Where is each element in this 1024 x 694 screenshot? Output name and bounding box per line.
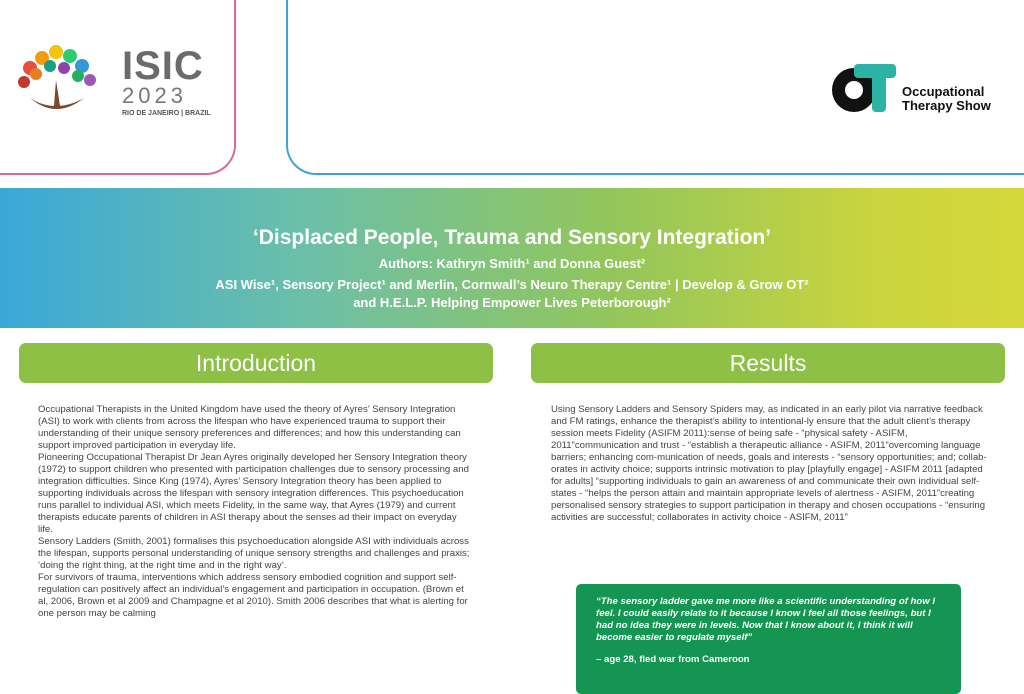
- results-body: Using Sensory Ladders and Sensory Spider…: [551, 404, 987, 524]
- participant-quote-box: “The sensory ladder gave me more like a …: [576, 584, 961, 694]
- isic-title: ISIC: [122, 44, 204, 88]
- title-banner: ‘Displaced People, Trauma and Sensory In…: [0, 188, 1024, 328]
- intro-paragraph-2: Pioneering Occupational Therapist Dr Jea…: [38, 452, 469, 535]
- right-header-frame: [286, 0, 1024, 175]
- intro-paragraph-3: Sensory Ladders (Smith, 2001) formalises…: [38, 536, 470, 571]
- intro-paragraph-1: Occupational Therapists in the United Ki…: [38, 404, 461, 451]
- left-header-frame: [0, 0, 236, 175]
- ot-line1: Occupational: [902, 84, 985, 99]
- introduction-heading: Introduction: [19, 343, 493, 383]
- results-paragraph: Using Sensory Ladders and Sensory Spider…: [551, 404, 987, 523]
- results-heading: Results: [531, 343, 1005, 383]
- ot-show-logo: [832, 64, 896, 112]
- participant-quote: “The sensory ladder gave me more like a …: [596, 596, 936, 643]
- quote-attribution: – age 28, fled war from Cameroon: [596, 654, 750, 665]
- affiliation-line-2: and H.E.L.P. Helping Empower Lives Peter…: [353, 295, 671, 310]
- isic-city: RIO DE JANEIRO | BRAZIL: [122, 110, 211, 117]
- affiliation-line-1: ASI Wise¹, Sensory Project¹ and Merlin, …: [215, 277, 809, 292]
- ot-wordmark: Occupational Therapy Show: [902, 85, 991, 113]
- ot-line2: Therapy Show: [902, 98, 991, 113]
- intro-paragraph-4: For survivors of trauma, interventions w…: [38, 572, 468, 619]
- introduction-body: Occupational Therapists in the United Ki…: [38, 404, 474, 620]
- isic-wordmark: ISIC 2023 RIO DE JANEIRO | BRAZIL: [122, 46, 211, 117]
- isic-tree-logo: [18, 45, 96, 109]
- poster-title: ‘Displaced People, Trauma and Sensory In…: [252, 226, 772, 249]
- authors: Authors: Kathryn Smith¹ and Donna Guest²: [378, 256, 646, 271]
- isic-year: 2023: [122, 83, 187, 108]
